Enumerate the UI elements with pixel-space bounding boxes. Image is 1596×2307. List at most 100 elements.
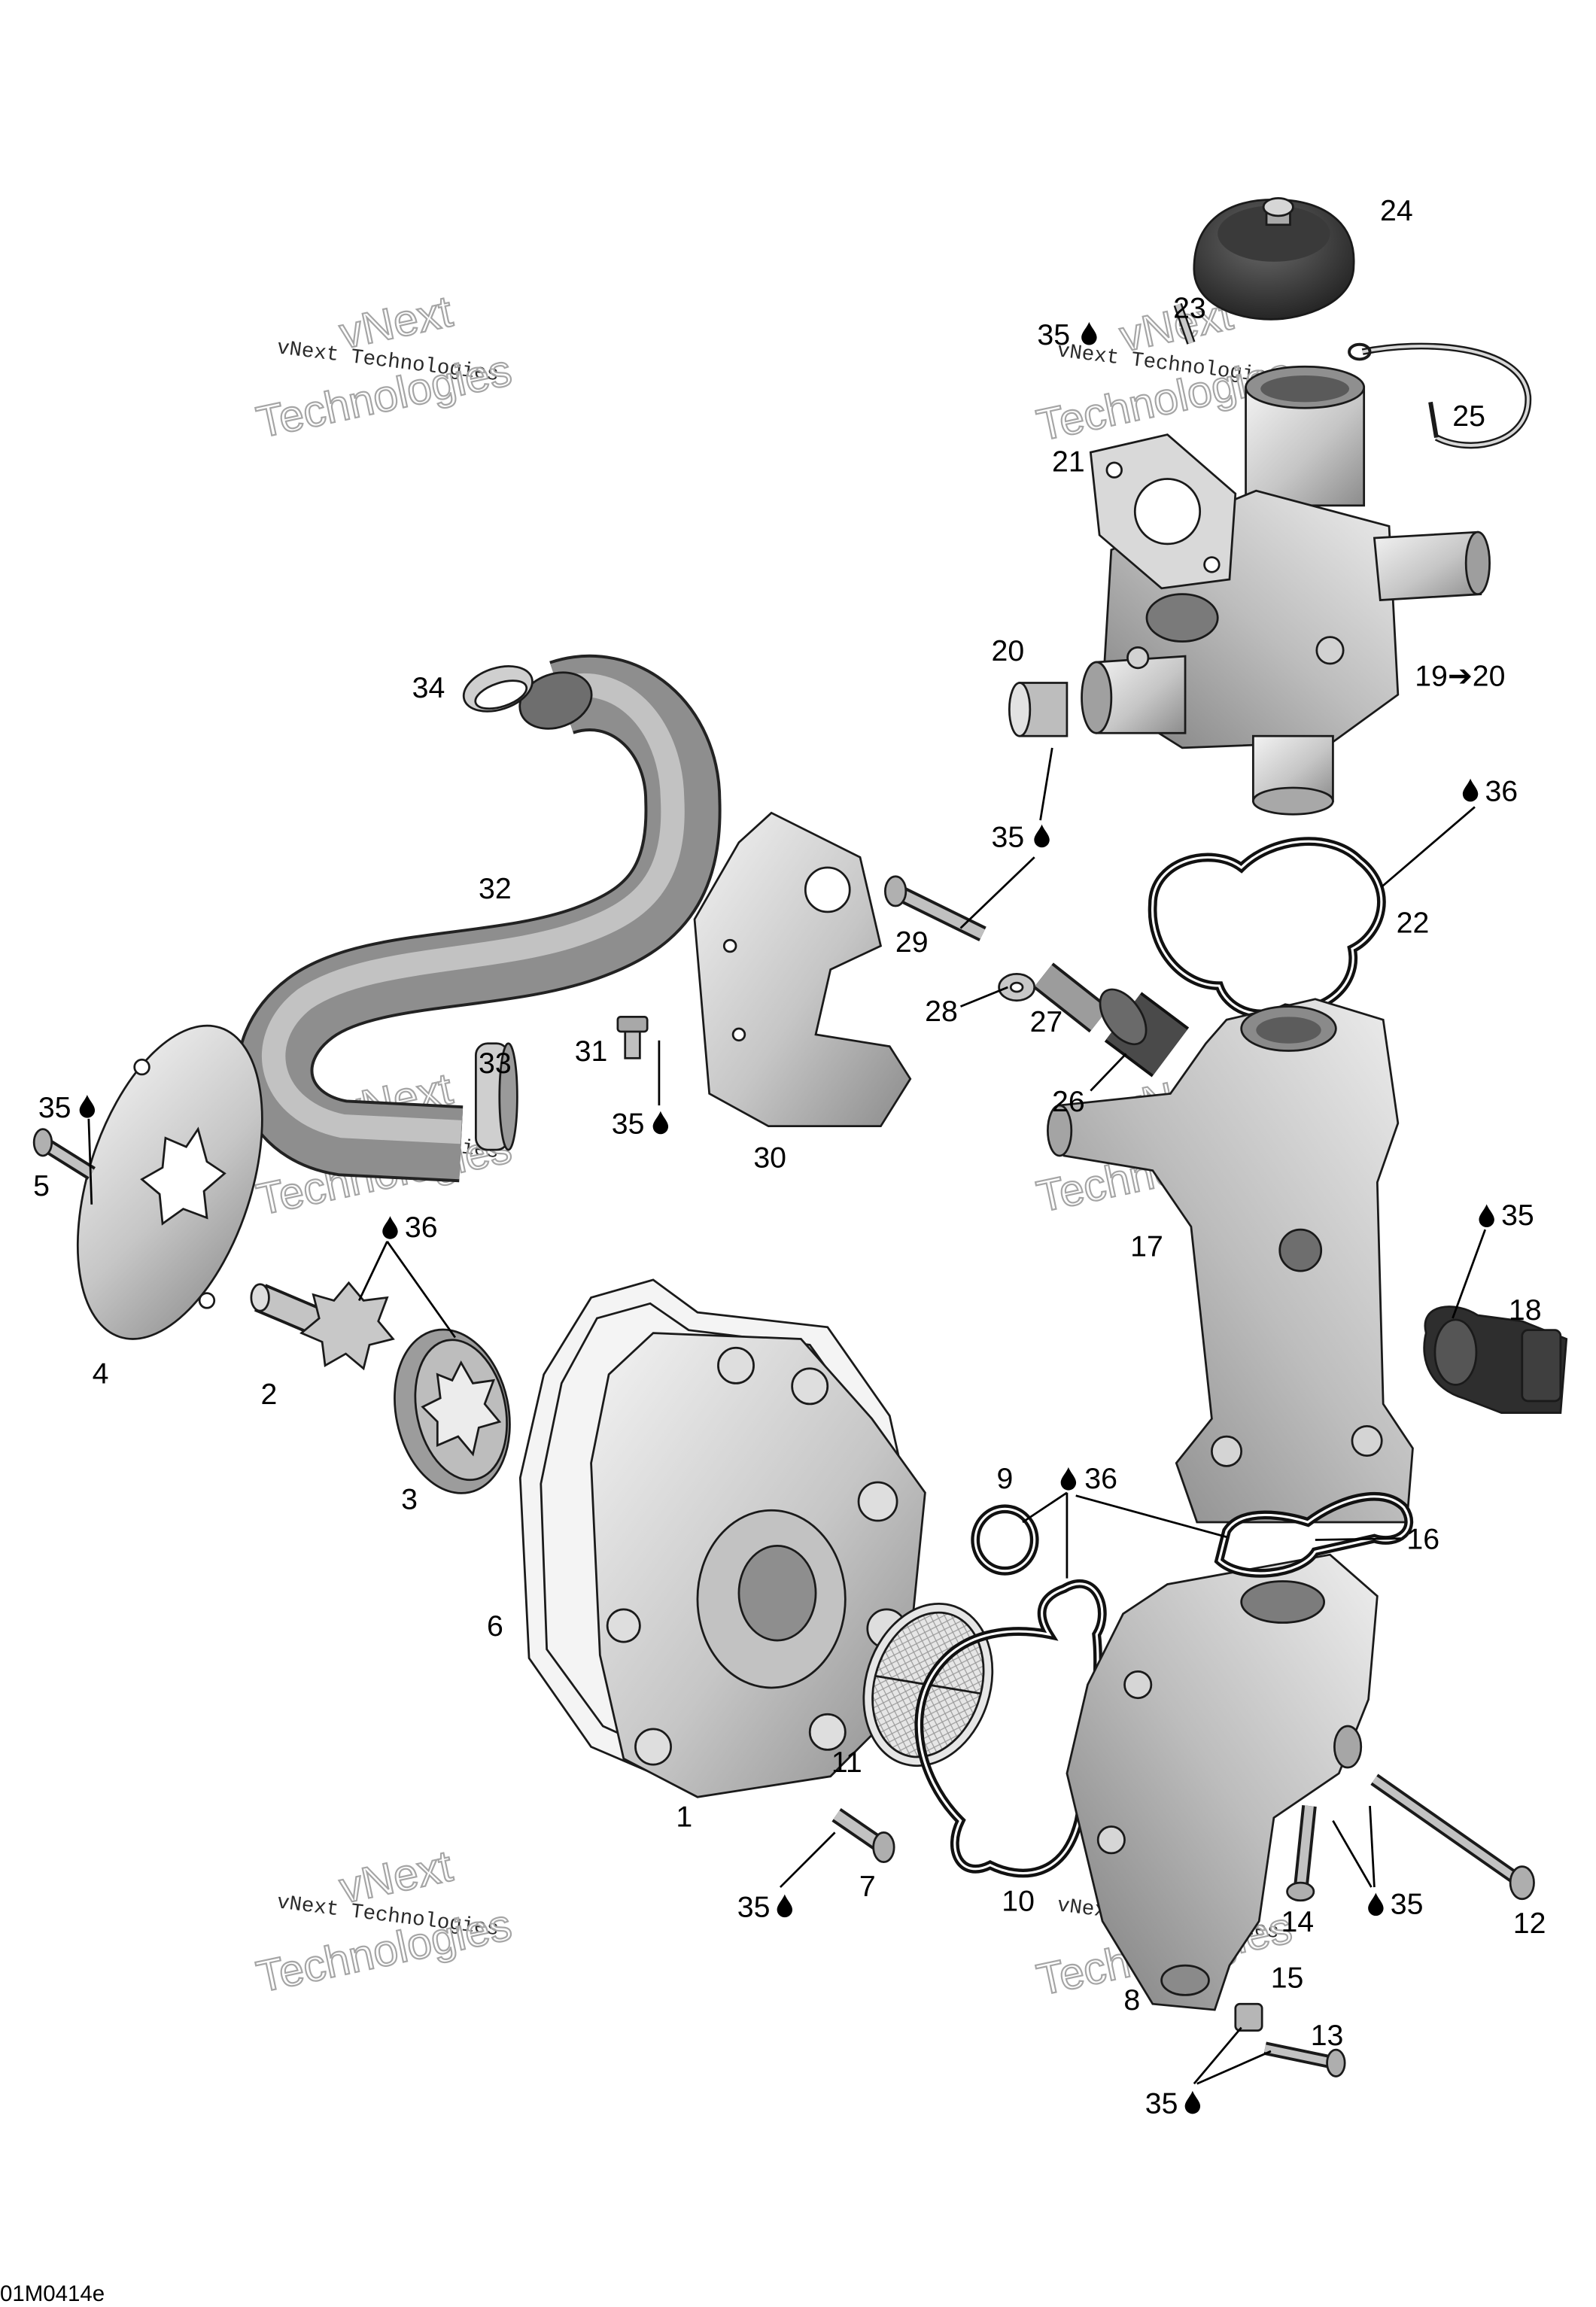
- part-19-right-pipe: [1373, 530, 1482, 601]
- watermark: vNext vNext Technologies Technologies: [251, 1840, 516, 2002]
- callout-22: 22: [1397, 906, 1430, 939]
- callout-30: 30: [753, 1141, 786, 1175]
- part-8-housing-body: [1066, 1553, 1379, 2011]
- part-4-plate-keyed-hole: [140, 1126, 226, 1226]
- part-8-boss: [1096, 1825, 1126, 1855]
- part-21-gasket-bolt-hole: [1203, 556, 1221, 573]
- leader-line: [960, 986, 1008, 1008]
- lubricant-label: 35: [1145, 2087, 1178, 2120]
- part-1-boss: [808, 1713, 847, 1751]
- part-25-clip-eye: [1348, 342, 1372, 361]
- part-1-boss: [606, 1608, 641, 1643]
- part-5-bolt-shank-fill: [41, 1140, 94, 1178]
- part-19-right-pipe-end: [1464, 530, 1491, 596]
- leader-line: [1369, 1805, 1376, 1888]
- lubricant-callout-35: 35: [1145, 2087, 1201, 2120]
- diagram-id: 01M0414e: [0, 2281, 105, 2306]
- part-34-clamp-inner: [474, 679, 528, 710]
- part-19-housing: [1081, 365, 1491, 816]
- leader-line: [1332, 1820, 1373, 1888]
- part-30-bracket-bolt-hole: [731, 1027, 746, 1042]
- part-8-side-port: [1333, 1725, 1363, 1769]
- leader-line: [386, 1241, 456, 1339]
- part-28-washer: [998, 973, 1036, 1002]
- leader-line: [1090, 1053, 1127, 1092]
- lubricant-callout-35: 35: [1037, 318, 1097, 351]
- part-17-boss: [1351, 1424, 1383, 1457]
- part-19-flange-bore: [1145, 593, 1219, 643]
- drop-icon: [79, 1095, 96, 1118]
- leader-line: [1022, 1491, 1068, 1524]
- callout-5: 5: [33, 1169, 50, 1202]
- lubricant-label: 35: [612, 1107, 645, 1140]
- part-30-bracket-bolt-hole: [722, 938, 737, 953]
- leader-line: [1075, 1494, 1227, 1538]
- part-31-bolt: [616, 1015, 649, 1059]
- callout-3: 3: [401, 1482, 418, 1515]
- part-4-plate: [76, 1024, 263, 1340]
- part-32-hose-highlight: [262, 673, 685, 1144]
- part-3-outer-rotor: [394, 1328, 511, 1494]
- part-8-boss: [1123, 1670, 1153, 1700]
- part-19-boss: [1126, 646, 1150, 670]
- callout-14: 14: [1281, 1905, 1314, 1938]
- part-18-sensor-connector: [1521, 1329, 1562, 1403]
- callout-16: 16: [1406, 1522, 1439, 1555]
- lubricant-label: 35: [1037, 318, 1070, 351]
- callout-17: 17: [1130, 1229, 1163, 1263]
- part-13-bolt: [1263, 2041, 1346, 2078]
- part-14-bolt: [1286, 1805, 1317, 1902]
- drop-icon: [777, 1894, 793, 1918]
- lubricant-label: 35: [737, 1890, 771, 1923]
- part-10-o-ring: [914, 1579, 1107, 1878]
- lubricant-label: 36: [405, 1211, 438, 1244]
- lubricant-label: 35: [1391, 1887, 1424, 1920]
- part-23-screw: [1173, 302, 1196, 345]
- part-24-cap: [1193, 196, 1355, 321]
- part-12-bolt-head: [1509, 1865, 1535, 1901]
- part-13-bolt-shank-fill: [1264, 2044, 1337, 2067]
- lubricant-label: 36: [1485, 775, 1518, 808]
- lubricant-callout-36: 36: [382, 1211, 438, 1244]
- drop-icon: [1184, 2090, 1201, 2114]
- callout-13: 13: [1311, 2019, 1344, 2052]
- part-1-boss: [634, 1728, 672, 1766]
- lubricant-callout-35: 35: [737, 1890, 793, 1923]
- callout-33: 33: [479, 1047, 512, 1080]
- part-29-bolt-head: [883, 875, 907, 907]
- callout-4: 4: [93, 1357, 109, 1390]
- callout-7: 7: [859, 1870, 876, 1903]
- part-20-seal: [1008, 682, 1069, 737]
- drop-icon: [1060, 1467, 1077, 1491]
- drop-icon: [1462, 778, 1479, 802]
- part-31-bolt-head: [616, 1015, 649, 1033]
- part-29-bolt: [883, 875, 986, 942]
- part-21-gasket: [1089, 433, 1237, 590]
- drop-icon: [382, 1216, 398, 1239]
- part-7-bolt-head: [872, 1831, 895, 1864]
- part-12-bolt-shank-fill: [1372, 1776, 1525, 1886]
- part-19-bottom-pipe-end: [1252, 786, 1334, 816]
- callout-23: 23: [1173, 291, 1206, 324]
- lubricant-callouts: 35 35 36 35 35 35 36 36: [38, 318, 1534, 2120]
- part-32-hose-end: [518, 671, 593, 730]
- part-15-nut: [1234, 2002, 1263, 2032]
- lubricant-callout-35: 35: [1368, 1887, 1423, 1920]
- leader-lines: [87, 747, 1486, 2085]
- part-26-bushing: [1099, 988, 1190, 1078]
- part-5-bolt: [32, 1128, 96, 1180]
- part-30-bracket-hole: [804, 866, 851, 913]
- part-5-bolt-head: [32, 1128, 53, 1157]
- drop-icon: [652, 1111, 669, 1135]
- part-21-gasket-bolt-hole: [1105, 461, 1123, 479]
- drop-icon: [1368, 1892, 1384, 1916]
- callout-25: 25: [1452, 400, 1485, 433]
- part-20-seal-face: [1008, 682, 1032, 737]
- part-17-pipe-end: [1047, 1104, 1073, 1157]
- part-28-washer-hole: [1009, 981, 1024, 993]
- callout-29: 29: [895, 926, 929, 959]
- leader-line: [779, 1831, 836, 1889]
- part-16-gasket-highlight: [1218, 1495, 1410, 1575]
- lubricant-callout-36: 36: [1462, 775, 1518, 808]
- part-1-cover-bore: [737, 1545, 817, 1642]
